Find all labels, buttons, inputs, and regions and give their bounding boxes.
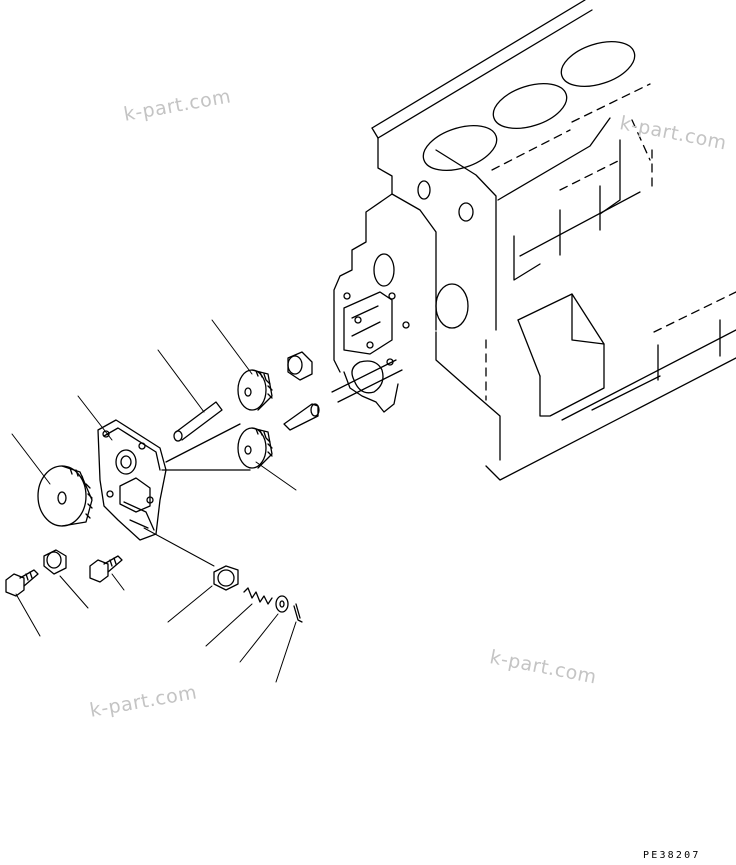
collar (43, 549, 67, 575)
oil-pump-drive-gear (37, 465, 93, 527)
leader-line (211, 319, 253, 375)
sleeve (287, 351, 313, 381)
idler-gear-upper (237, 369, 273, 411)
leader-line (239, 613, 279, 663)
leader-line (255, 461, 297, 491)
leader-line (167, 585, 213, 623)
engine-block (331, 0, 736, 481)
leader-lines (11, 319, 297, 683)
cotter-pin (293, 603, 303, 623)
oil-pump-housing (97, 419, 251, 541)
pump-shaft (173, 401, 223, 442)
idler-gear-lower (237, 427, 273, 469)
relief-valve-spring (243, 587, 273, 605)
block-bore-hole (373, 253, 395, 287)
leader-line (143, 527, 215, 567)
relief-valve-plunger (213, 565, 239, 591)
drawing-code: PE38207 (643, 850, 701, 861)
bolt-left (5, 569, 39, 597)
leader-line (59, 575, 89, 609)
bolt-center (89, 555, 123, 583)
leader-line (111, 573, 125, 591)
dowel-pin-tapered (283, 403, 320, 431)
leader-line (77, 395, 113, 441)
leader-line (157, 349, 205, 413)
leader-line (15, 593, 41, 637)
leader-line (11, 433, 51, 485)
washer (275, 595, 289, 613)
leader-line (205, 603, 253, 647)
leader-line (275, 621, 297, 683)
